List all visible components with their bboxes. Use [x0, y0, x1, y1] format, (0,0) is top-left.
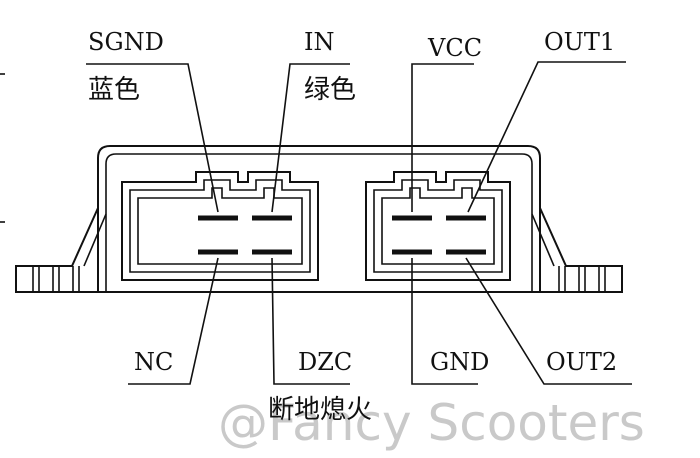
label-dzc-note: 断地熄火: [268, 395, 372, 425]
top-leaders: [86, 61, 626, 213]
left-socket: [121, 171, 319, 281]
label-sgnd-color: 蓝色: [88, 75, 140, 105]
label-out2: OUT2: [546, 348, 617, 376]
watermark-text: @Fancy Scooters: [218, 394, 645, 452]
label-in-color: 绿色: [304, 75, 356, 105]
label-out1: OUT1: [544, 28, 615, 56]
edge-marks: [0, 73, 5, 223]
label-in: IN: [304, 28, 334, 56]
right-mounting-tab: [531, 207, 623, 293]
label-sgnd: SGND: [88, 28, 164, 56]
right-socket: [365, 171, 511, 281]
label-vcc: VCC: [427, 34, 482, 62]
label-dzc: DZC: [298, 348, 352, 376]
label-nc: NC: [134, 348, 173, 376]
bottom-leaders: [128, 257, 632, 385]
label-gnd: GND: [430, 348, 489, 376]
connector-housing: [97, 145, 541, 293]
left-mounting-tab: [15, 207, 107, 293]
